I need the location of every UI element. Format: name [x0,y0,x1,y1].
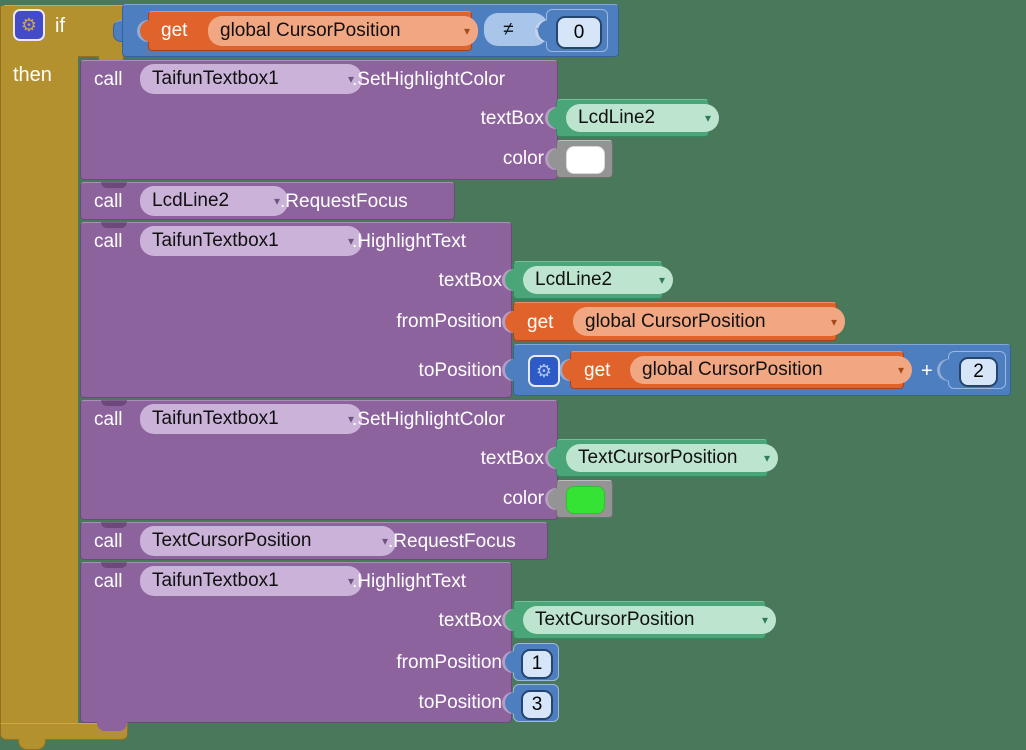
component-name: TaifunTextbox1 [152,570,279,591]
component-dropdown[interactable]: TaifunTextbox1 ▾ [140,404,362,434]
method-name: .HighlightText [352,231,467,252]
component-dropdown[interactable]: TaifunTextbox1 ▾ [140,566,362,596]
variable-dropdown[interactable]: global CursorPosition ▾ [630,356,912,384]
stack-notch [101,222,127,228]
get-label: get [161,20,188,41]
param-label-textbox: textBox [438,270,502,291]
component-value-name: LcdLine2 [578,107,656,128]
white-color-swatch[interactable] [566,146,605,174]
dropdown-arrow-icon: ▾ [463,24,470,38]
dropdown-arrow-icon: ▾ [763,451,770,465]
component-name: LcdLine2 [152,190,230,211]
call-label: call [94,69,123,90]
param-label-color: color [502,488,544,509]
component-dropdown[interactable]: LcdLine2 ▾ [140,186,288,216]
component-name: TaifunTextbox1 [152,68,279,89]
number-field-0[interactable]: 0 [556,16,602,49]
variable-name: global CursorPosition [642,359,823,380]
dropdown-arrow-icon: ▾ [347,72,354,86]
component-value-name: LcdLine2 [535,269,613,290]
gear-glyph: ⚙ [20,15,38,35]
param-label-fromposition: fromPosition [396,652,502,673]
if-block-bottom-lip [0,723,128,740]
component-value-name: TextCursorPosition [578,447,738,468]
call-label: call [94,231,123,252]
param-label-color: color [502,148,544,169]
dropdown-arrow-icon: ▾ [381,534,388,548]
stack-notch [101,182,127,188]
stack-notch [101,400,127,406]
component-value-dropdown[interactable]: LcdLine2 ▾ [566,104,719,132]
mutator-gear-icon[interactable]: ⚙ [528,355,560,387]
component-value-dropdown[interactable]: TextCursorPosition ▾ [566,444,778,472]
param-label-textbox: textBox [438,610,502,631]
method-name: .RequestFocus [388,531,516,552]
gear-glyph: ⚙ [535,361,553,381]
dropdown-arrow-icon: ▾ [347,412,354,426]
param-label-toposition: toPosition [418,692,502,713]
component-dropdown[interactable]: TextCursorPosition ▾ [140,526,396,556]
component-name: TaifunTextbox1 [152,408,279,429]
stack-notch [101,562,127,568]
dropdown-arrow-icon: ▾ [761,613,768,627]
component-name: TextCursorPosition [152,530,312,551]
get-label: get [584,360,611,381]
if-label: if [55,15,65,37]
number-field-1[interactable]: 1 [521,649,553,679]
dropdown-arrow-icon: ▾ [897,363,904,377]
then-label: then [13,64,52,86]
call-label: call [94,409,123,430]
component-value-name: TextCursorPosition [535,609,695,630]
dropdown-arrow-icon: ▾ [704,111,711,125]
component-dropdown[interactable]: TaifunTextbox1 ▾ [140,226,362,256]
param-label-textbox: textBox [480,108,544,129]
mutator-gear-icon[interactable]: ⚙ [13,9,45,41]
stack-notch [101,522,127,528]
if-block-bottom-tab [18,739,46,750]
variable-dropdown[interactable]: global CursorPosition ▾ [208,16,478,46]
call-label: call [94,531,123,552]
param-label-fromposition: fromPosition [396,311,502,332]
method-name: .SetHighlightColor [352,409,506,430]
dropdown-arrow-icon: ▾ [830,314,837,329]
call-label: call [94,571,123,592]
component-value-dropdown[interactable]: LcdLine2 ▾ [523,266,673,294]
variable-dropdown[interactable]: global CursorPosition ▾ [573,307,845,336]
component-name: TaifunTextbox1 [152,230,279,251]
method-name: .SetHighlightColor [352,69,506,90]
dropdown-arrow-icon: ▾ [347,234,354,248]
variable-name: global CursorPosition [220,20,401,41]
param-label-toposition: toPosition [418,360,502,381]
call-label: call [94,191,123,212]
component-value-dropdown[interactable]: TextCursorPosition ▾ [523,606,776,634]
dropdown-arrow-icon: ▾ [658,273,665,287]
method-name: .HighlightText [352,571,467,592]
operator-symbol: ≠ [503,18,514,40]
number-field-3[interactable]: 3 [521,690,553,720]
green-color-swatch[interactable] [566,486,605,514]
stack-bottom-tab [97,722,127,731]
number-field-2[interactable]: 2 [959,357,998,387]
param-label-textbox: textBox [480,448,544,469]
component-dropdown[interactable]: TaifunTextbox1 ▾ [140,64,362,94]
get-label: get [527,312,554,333]
method-name: .RequestFocus [280,191,408,212]
variable-name: global CursorPosition [585,310,766,332]
dropdown-arrow-icon: ▾ [347,574,354,588]
plus-operator: + [921,360,933,382]
if-block-left-column[interactable] [0,6,78,723]
dropdown-arrow-icon: ▾ [273,194,280,208]
